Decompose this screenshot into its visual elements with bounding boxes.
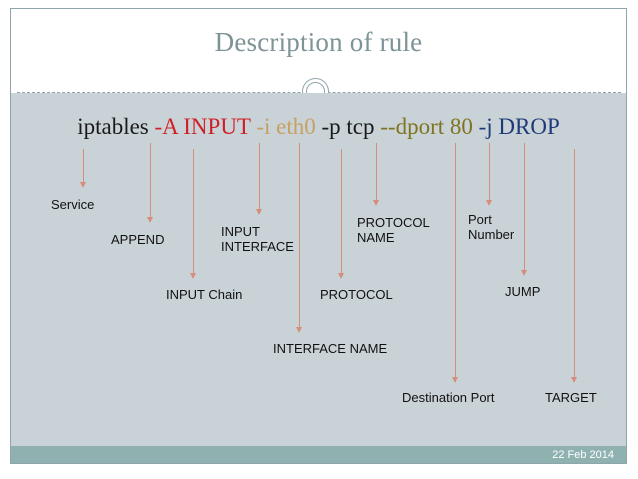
page-title: Description of rule bbox=[214, 27, 423, 57]
annotation-arrow bbox=[574, 149, 575, 377]
annotation-arrow-head bbox=[147, 217, 153, 223]
annotation-arrow-head bbox=[80, 182, 86, 188]
annotation-label: INTERFACE NAME bbox=[273, 341, 388, 356]
command-segment: --dport 80 bbox=[380, 114, 473, 139]
annotation-arrow bbox=[150, 143, 151, 217]
annotation-arrow-head bbox=[256, 209, 262, 215]
diagram-body: iptables -A INPUT -i eth0 -p tcp --dport… bbox=[11, 93, 626, 446]
annotation-label: PROTOCOL NAME bbox=[357, 215, 430, 245]
annotation-label: TARGET bbox=[545, 390, 597, 405]
annotation-arrow bbox=[489, 143, 490, 200]
annotation-label: PROTOCOL bbox=[320, 287, 393, 302]
annotation-arrow bbox=[193, 149, 194, 273]
command-segment: -j DROP bbox=[478, 114, 560, 139]
annotation-arrow-head bbox=[190, 273, 196, 279]
annotation-arrow-head bbox=[571, 377, 577, 383]
annotation-arrow-head bbox=[338, 273, 344, 279]
annotation-arrow-head bbox=[452, 377, 458, 383]
annotation-arrow-head bbox=[486, 200, 492, 206]
annotation-arrow bbox=[299, 143, 300, 327]
annotation-arrow bbox=[259, 143, 260, 209]
annotation-label: INPUT Chain bbox=[166, 287, 243, 302]
annotation-arrow-head bbox=[521, 270, 527, 276]
command-segment: -i eth0 bbox=[256, 114, 316, 139]
command-segment: iptables bbox=[77, 114, 149, 139]
footer-bar: 22 Feb 2014 bbox=[11, 446, 626, 463]
annotation-arrow bbox=[455, 143, 456, 377]
annotation-label: Port Number bbox=[468, 212, 515, 242]
command-segment: -p tcp bbox=[321, 114, 375, 139]
annotation-label: Destination Port bbox=[402, 390, 495, 405]
annotation-label: JUMP bbox=[505, 284, 541, 299]
annotation-arrow bbox=[83, 149, 84, 182]
annotation-arrow bbox=[524, 143, 525, 270]
annotation-arrow bbox=[341, 149, 342, 273]
annotation-arrow-head bbox=[373, 200, 379, 206]
slide-frame: Description of rule iptables -A INPUT -i… bbox=[10, 8, 627, 464]
iptables-command-line: iptables -A INPUT -i eth0 -p tcp --dport… bbox=[11, 114, 626, 140]
footer-date: 22 Feb 2014 bbox=[552, 449, 614, 461]
annotation-label: APPEND bbox=[111, 232, 165, 247]
annotation-label: Service bbox=[51, 197, 95, 212]
command-segment: -A INPUT bbox=[154, 114, 251, 139]
annotation-label: INPUT INTERFACE bbox=[221, 224, 294, 254]
annotation-arrow-head bbox=[296, 327, 302, 333]
annotation-arrow bbox=[376, 143, 377, 200]
